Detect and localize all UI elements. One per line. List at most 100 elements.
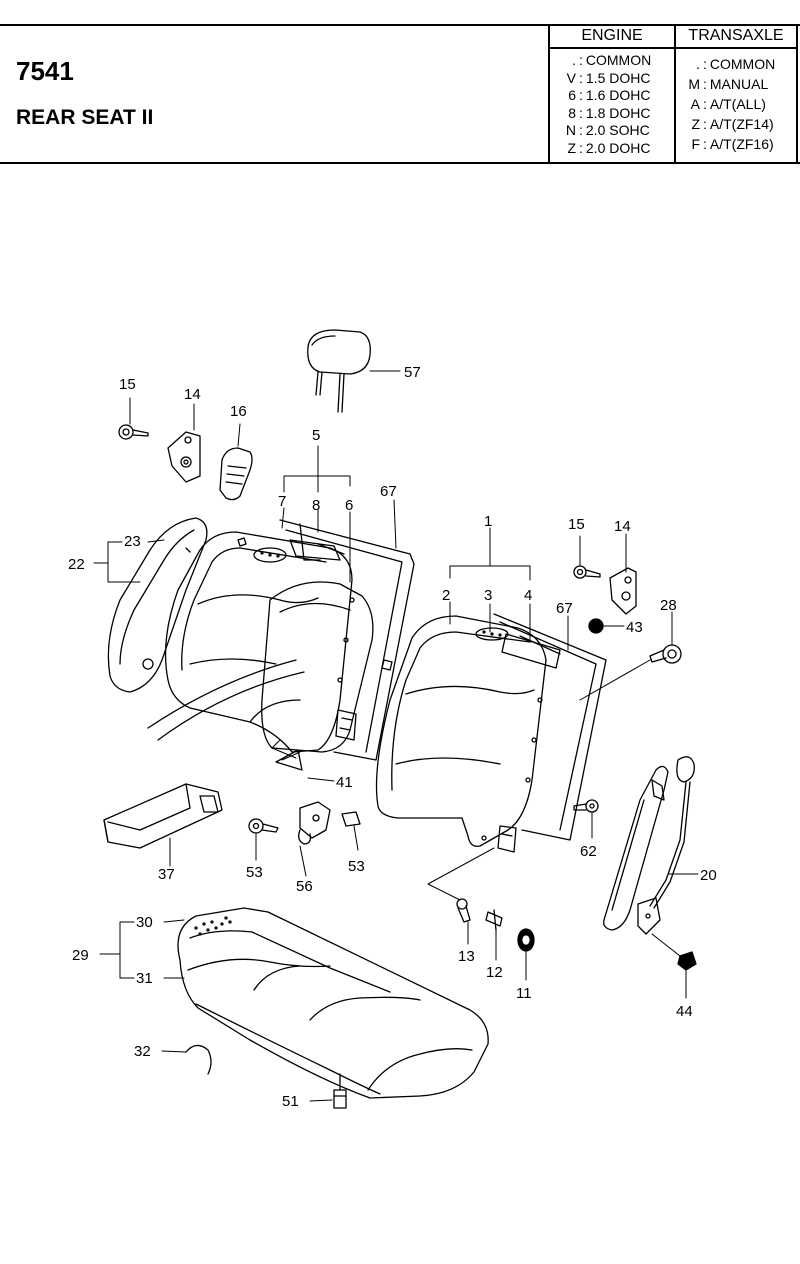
transaxle-desc: A/T(ZF14) bbox=[709, 116, 774, 132]
transaxle-code: F bbox=[691, 136, 700, 152]
transaxle-desc: A/T(ALL) bbox=[709, 96, 766, 112]
transaxle-legend: TRANSAXLE .:COMMON M:MANUAL A:A/T(ALL) Z… bbox=[674, 24, 798, 164]
callout-5: 5 bbox=[312, 427, 320, 444]
callout-23: 23 bbox=[124, 533, 141, 550]
callout-31: 31 bbox=[136, 970, 153, 987]
callout-2: 2 bbox=[442, 587, 450, 604]
callout-22: 22 bbox=[68, 556, 85, 573]
latch-56 bbox=[248, 801, 361, 845]
transaxle-row: F:A/T(ZF16) bbox=[676, 134, 796, 154]
callout-28: 28 bbox=[660, 597, 677, 614]
transaxle-desc: A/T(ZF16) bbox=[709, 136, 774, 152]
transaxle-row: Z:A/T(ZF14) bbox=[676, 114, 796, 134]
washer-11 bbox=[517, 928, 535, 952]
callout-1: 1 bbox=[484, 513, 492, 530]
callout-7: 7 bbox=[278, 493, 286, 510]
engine-row: 6:1.6 DOHC bbox=[550, 87, 674, 105]
callout-53: 53 bbox=[348, 858, 365, 875]
engine-row: V:1.5 DOHC bbox=[550, 70, 674, 88]
callout-14: 14 bbox=[614, 518, 631, 535]
transaxle-row: A:A/T(ALL) bbox=[676, 94, 796, 114]
callout-41: 41 bbox=[336, 774, 353, 791]
callout-67: 67 bbox=[556, 600, 573, 617]
cover-16 bbox=[219, 447, 253, 501]
bolt-28 bbox=[649, 644, 682, 664]
transaxle-code: Z bbox=[691, 116, 700, 132]
bushing-13 bbox=[456, 898, 471, 923]
left-seatback bbox=[147, 531, 374, 753]
transaxle-row: .:COMMON bbox=[676, 54, 796, 74]
engine-code: N bbox=[565, 122, 576, 139]
callout-44: 44 bbox=[676, 1003, 693, 1020]
bolt-12 bbox=[485, 909, 503, 931]
engine-row: N:2.0 SOHC bbox=[550, 122, 674, 140]
callout-11: 11 bbox=[516, 985, 532, 1002]
engine-row: .:COMMON bbox=[550, 52, 674, 70]
transaxle-desc: MANUAL bbox=[709, 76, 769, 92]
armrest-37 bbox=[103, 783, 223, 849]
right-frame-67 bbox=[493, 613, 607, 853]
engine-desc: 2.0 SOHC bbox=[585, 122, 650, 139]
nut-43 bbox=[588, 618, 604, 634]
callout-32: 32 bbox=[134, 1043, 151, 1060]
leader-lines bbox=[93, 370, 699, 1102]
page-part-number: 7541 bbox=[16, 56, 74, 86]
engine-code: V bbox=[566, 69, 576, 86]
engine-code: 6 bbox=[568, 87, 576, 104]
engine-code: . bbox=[572, 52, 576, 68]
clip-32 bbox=[185, 1044, 212, 1075]
cover-41 bbox=[275, 749, 303, 771]
engine-code: 8 bbox=[568, 104, 576, 121]
engine-desc: 1.6 DOHC bbox=[585, 87, 651, 104]
engine-code: Z bbox=[567, 139, 576, 156]
engine-desc: 1.8 DOHC bbox=[585, 104, 651, 121]
callout-57: 57 bbox=[404, 364, 421, 381]
callout-16: 16 bbox=[230, 403, 247, 420]
bolt-15-right bbox=[573, 565, 601, 579]
seat-belt-20 bbox=[603, 756, 695, 935]
transaxle-desc: COMMON bbox=[709, 56, 776, 72]
callout-15: 15 bbox=[568, 516, 585, 533]
transaxle-code: A bbox=[690, 96, 700, 112]
callout-15: 15 bbox=[119, 376, 136, 393]
headrest bbox=[307, 329, 371, 413]
engine-desc: 2.0 DOHC bbox=[585, 139, 651, 156]
transaxle-code: . bbox=[696, 56, 700, 72]
transaxle-heading: TRANSAXLE bbox=[676, 24, 796, 49]
engine-legend: ENGINE .:COMMON V:1.5 DOHC 6:1.6 DOHC 8:… bbox=[548, 24, 674, 164]
catalog-header: 7541 REAR SEAT II ENGINE .:COMMON V:1.5 … bbox=[0, 24, 800, 164]
side-bolster-22 bbox=[107, 517, 208, 693]
callout-51: 51 bbox=[282, 1093, 299, 1110]
callout-43: 43 bbox=[626, 619, 643, 636]
callout-53: 53 bbox=[246, 864, 263, 881]
transaxle-code: M bbox=[688, 76, 700, 92]
callout-37: 37 bbox=[158, 866, 175, 883]
bolt-15-left bbox=[118, 424, 149, 440]
callout-30: 30 bbox=[136, 914, 153, 931]
callout-3: 3 bbox=[484, 587, 492, 604]
engine-row: 8:1.8 DOHC bbox=[550, 105, 674, 123]
transaxle-row: M:MANUAL bbox=[676, 74, 796, 94]
hook-51 bbox=[333, 1073, 347, 1109]
callout-14: 14 bbox=[184, 386, 201, 403]
callout-62: 62 bbox=[580, 843, 597, 860]
left-frame-67 bbox=[279, 519, 415, 761]
callout-56: 56 bbox=[296, 878, 313, 895]
engine-row: Z:2.0 DOHC bbox=[550, 140, 674, 158]
callout-20: 20 bbox=[700, 867, 717, 884]
callout-13: 13 bbox=[458, 948, 475, 965]
seat-cushion bbox=[177, 907, 489, 1099]
engine-heading: ENGINE bbox=[550, 24, 674, 49]
callout-4: 4 bbox=[524, 587, 532, 604]
callout-12: 12 bbox=[486, 964, 503, 981]
callout-67: 67 bbox=[380, 483, 397, 500]
callout-labels: 57 15 14 16 5 7 8 6 67 23 22 1 15 14 2 3… bbox=[68, 364, 717, 1110]
nut-44 bbox=[677, 951, 697, 971]
right-seatback bbox=[375, 615, 547, 847]
callout-6: 6 bbox=[345, 497, 353, 514]
page-title: REAR SEAT II bbox=[16, 106, 154, 129]
callout-8: 8 bbox=[312, 497, 320, 514]
callout-29: 29 bbox=[72, 947, 89, 964]
hinge-bracket-14-right bbox=[609, 567, 637, 615]
